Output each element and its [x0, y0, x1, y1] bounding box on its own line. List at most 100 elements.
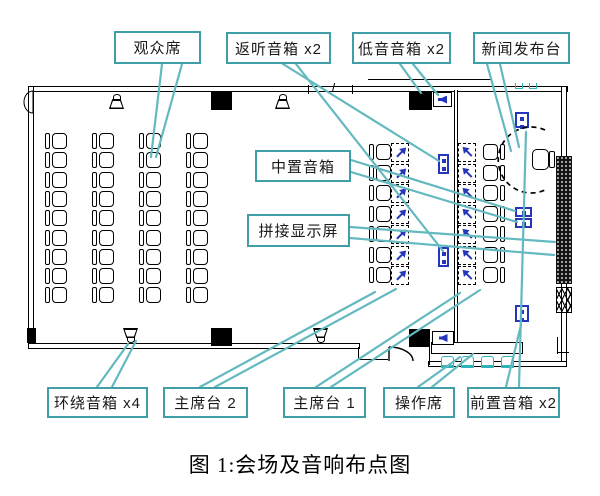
rostrum-chair	[478, 246, 505, 264]
callout-center-speaker: 中置音箱	[255, 150, 351, 182]
subwoofer-speaker-icon	[433, 92, 452, 107]
column-top-left	[211, 91, 232, 110]
audience-chair	[92, 190, 119, 208]
callout-front-speakers: 前置音箱 x2	[467, 387, 560, 418]
audience-chair	[139, 268, 166, 285]
callout-monitor-speakers: 返听音箱 x2	[226, 32, 331, 64]
rostrum-chair	[478, 205, 505, 223]
seat-direction-arrow-icon	[459, 185, 476, 202]
audience-chair	[139, 152, 166, 169]
rostrum-table	[458, 143, 476, 162]
column-top-right	[409, 91, 432, 110]
wall-beam-line	[368, 79, 492, 81]
seat-direction-arrow-icon	[393, 205, 409, 222]
press-podium-chair	[532, 149, 555, 170]
audience-chair	[139, 133, 166, 150]
audience-chair	[45, 190, 72, 208]
rostrum-table	[458, 245, 476, 265]
seat-direction-arrow-icon	[393, 226, 409, 243]
stairs-symbol	[556, 287, 572, 313]
rostrum-table	[458, 266, 476, 285]
seat-direction-arrow-icon	[459, 144, 476, 161]
audience-chair	[92, 287, 119, 304]
wall-tick	[308, 85, 310, 94]
rostrum-table	[458, 163, 476, 183]
audience-chair	[45, 210, 72, 227]
audience-chair	[92, 210, 119, 227]
seat-direction-arrow-icon	[459, 164, 476, 181]
audience-chair	[186, 248, 213, 266]
seat-direction-arrow-icon	[459, 226, 476, 243]
video-wall	[556, 156, 572, 284]
rostrum-table	[391, 204, 409, 224]
callout-audience: 观众席	[114, 31, 201, 64]
seat-direction-arrow-icon	[393, 164, 409, 181]
callout-rostrum-2: 主席台 2	[163, 387, 248, 418]
audience-chair	[186, 268, 213, 285]
monitor-speaker-icon	[438, 247, 449, 267]
callout-surround-speakers: 环绕音箱 x4	[47, 387, 148, 418]
operator-chair	[481, 356, 494, 368]
wall-bottom-main	[28, 343, 360, 349]
audience-chair	[139, 210, 166, 227]
seat-direction-arrow-icon	[459, 205, 476, 222]
column-bottom-left	[211, 328, 232, 346]
rostrum-chair	[478, 144, 505, 161]
audience-chair	[92, 248, 119, 266]
audience-chair	[45, 133, 72, 150]
surround-speaker-icon	[313, 328, 328, 343]
callout-rostrum-1: 主席台 1	[283, 387, 366, 418]
rostrum-table	[391, 143, 409, 162]
wall-top	[28, 86, 568, 92]
wall-tick	[352, 85, 354, 94]
center-speaker-icon	[515, 218, 532, 228]
callout-video-wall: 拼接显示屏	[247, 214, 350, 247]
figure-caption: 图 1:会场及音响布点图	[188, 453, 412, 477]
rostrum-chair	[478, 226, 505, 243]
seat-direction-arrow-icon	[393, 144, 409, 161]
rostrum-table	[458, 184, 476, 203]
operator-chair	[461, 356, 474, 368]
callout-press-podium: 新闻发布台	[473, 32, 570, 64]
audience-chair	[186, 287, 213, 304]
seat-direction-arrow-icon	[393, 185, 409, 202]
audience-chair	[45, 268, 72, 285]
front-speaker-icon	[515, 112, 529, 128]
audience-chair	[139, 190, 166, 208]
surround-speaker-icon	[123, 328, 138, 343]
audience-chair	[186, 152, 213, 169]
wall-corner-br-h	[557, 352, 569, 354]
rostrum-chair	[478, 185, 505, 202]
seat-direction-arrow-icon	[393, 267, 409, 284]
audience-chair	[45, 287, 72, 304]
rostrum-table	[458, 225, 476, 244]
wall-corner-br-v	[557, 337, 559, 354]
monitor-speaker-icon	[438, 154, 449, 174]
speaker-glyph-icon	[438, 95, 447, 104]
audience-chair	[186, 133, 213, 150]
audience-chair	[139, 248, 166, 266]
audience-chair	[139, 229, 166, 247]
wall-end-block	[27, 328, 36, 343]
seat-direction-arrow-icon	[459, 267, 476, 284]
rostrum-table	[458, 204, 476, 224]
audience-chair	[92, 229, 119, 247]
audience-chair	[186, 171, 213, 189]
audience-chair	[92, 152, 119, 169]
window-mark	[515, 83, 523, 89]
leader-press-podium	[485, 62, 521, 153]
seat-direction-arrow-icon	[459, 246, 476, 263]
surround-speaker-icon	[109, 94, 124, 109]
audience-chair	[139, 287, 166, 304]
center-speaker-icon	[515, 207, 532, 217]
audience-chair	[45, 248, 72, 266]
wall-step-h	[358, 359, 388, 361]
audience-chair	[45, 152, 72, 169]
front-speaker-icon	[515, 305, 529, 322]
audience-chair	[186, 229, 213, 247]
door-swing-arc	[388, 346, 414, 362]
rostrum-table	[391, 225, 409, 244]
rostrum-table	[391, 245, 409, 265]
